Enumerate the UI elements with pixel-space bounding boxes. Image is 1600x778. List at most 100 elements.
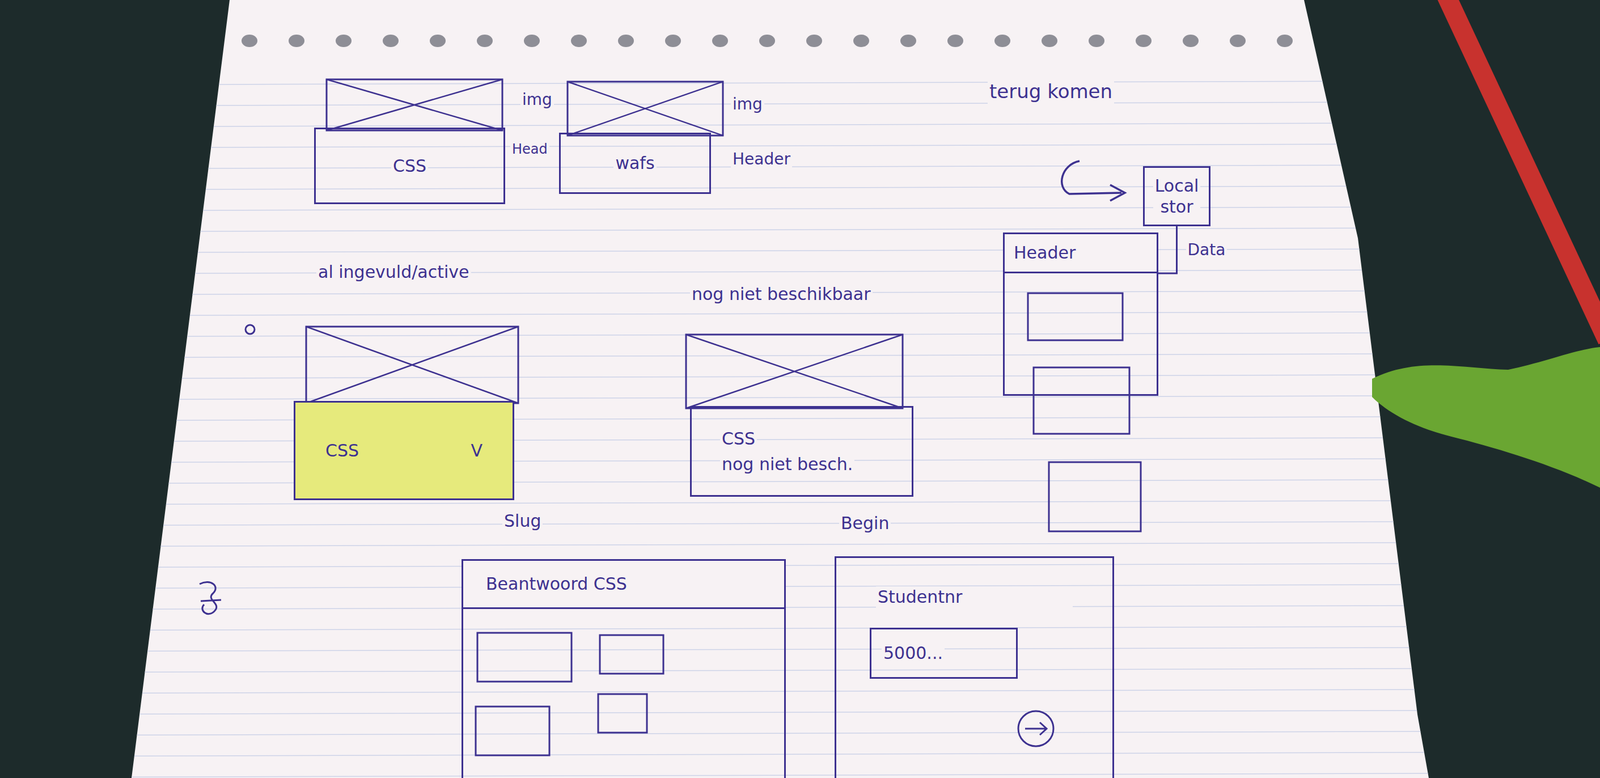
image-frame xyxy=(306,326,519,404)
ruled-line xyxy=(0,227,1600,232)
content-block xyxy=(475,706,550,756)
punch-hole xyxy=(1088,34,1105,48)
box-title: Header xyxy=(1004,234,1157,274)
image-frame xyxy=(326,79,503,131)
box-note: V xyxy=(468,439,485,462)
content-block xyxy=(599,635,664,674)
punch-hole xyxy=(429,34,446,48)
image-frame xyxy=(686,334,903,409)
content-block xyxy=(598,693,647,733)
ruled-line xyxy=(0,122,1600,128)
ruled-line xyxy=(0,248,1600,253)
punch-hole xyxy=(665,34,681,48)
punch-hole xyxy=(523,34,540,48)
data-connector xyxy=(1158,226,1178,274)
ruled-line xyxy=(0,416,1600,421)
return-arrow xyxy=(1061,161,1122,194)
disabled-card-box: CSS nog niet besch. xyxy=(690,405,914,497)
punch-hole xyxy=(759,34,776,48)
punch-hole xyxy=(900,34,917,48)
quiz-page-frame: Beantwoord CSS xyxy=(461,559,786,778)
box-note: nog niet besch. xyxy=(720,453,855,476)
box-title: Beantwoord CSS xyxy=(463,560,785,609)
content-block xyxy=(477,632,572,682)
punch-hole xyxy=(570,34,587,48)
input-field: 5000... xyxy=(869,627,1018,679)
note-label: Head xyxy=(510,140,550,158)
connector-label: Data xyxy=(1186,239,1228,260)
punch-hole xyxy=(853,34,870,48)
image-placeholder xyxy=(326,79,503,131)
punch-hole xyxy=(288,34,305,48)
ruled-line xyxy=(0,730,1600,736)
ruled-line xyxy=(0,437,1600,442)
ruled-line xyxy=(0,374,1600,379)
ruled-line xyxy=(0,688,1600,694)
image-cross xyxy=(326,79,503,131)
punch-hole xyxy=(1229,34,1246,48)
ruled-line xyxy=(0,206,1600,211)
red-pencil xyxy=(1442,0,1600,341)
submit-arrow xyxy=(1025,722,1047,735)
ruled-line xyxy=(0,164,1600,169)
punch-hole xyxy=(1041,34,1058,48)
punch-hole xyxy=(1182,34,1199,48)
ruled-line xyxy=(0,604,1600,610)
ruled-line xyxy=(0,772,1600,778)
ruled-line xyxy=(0,521,1600,526)
note-label: Slug xyxy=(502,510,543,532)
storage-box: Local stor xyxy=(1143,166,1211,227)
punch-hole xyxy=(241,34,258,48)
box-title: Local stor xyxy=(1153,175,1201,218)
ruled-line xyxy=(0,395,1600,400)
ruled-line xyxy=(0,479,1600,484)
ruled-line xyxy=(0,143,1600,148)
punch-hole xyxy=(618,34,634,48)
content-block xyxy=(1048,462,1141,532)
note-label: img xyxy=(730,94,765,114)
note-label: Header xyxy=(730,149,793,169)
page-frame: Header xyxy=(1002,232,1159,396)
image-placeholder xyxy=(686,334,903,409)
paper-sheet xyxy=(131,0,1429,778)
ruled-line xyxy=(0,542,1600,547)
submit-button xyxy=(1018,710,1054,747)
image-placeholder xyxy=(567,81,723,136)
punch-hole xyxy=(1135,34,1152,48)
card-title-box: wafs xyxy=(559,132,711,194)
ruled-line xyxy=(0,646,1600,652)
ruled-line xyxy=(0,583,1600,589)
ruled-line xyxy=(0,625,1600,631)
login-page-frame: Studentnr 5000... xyxy=(834,556,1115,778)
note-label: img xyxy=(520,89,554,110)
punch-hole xyxy=(476,34,493,48)
ruled-line xyxy=(0,185,1600,190)
ruled-line xyxy=(0,667,1600,673)
note-label: al ingevuld/active xyxy=(316,261,472,283)
ruled-line xyxy=(0,353,1600,358)
punch-hole xyxy=(382,34,399,48)
box-title: 5000... xyxy=(881,642,945,664)
ruled-line xyxy=(0,709,1600,715)
active-card-box: CSS V xyxy=(293,400,515,501)
ruled-line xyxy=(0,311,1600,316)
green-clip xyxy=(1372,346,1600,488)
punch-hole xyxy=(806,34,823,48)
ruled-line xyxy=(0,80,1600,86)
punch-hole xyxy=(994,34,1011,48)
box-title: CSS xyxy=(391,155,429,177)
box-title: wafs xyxy=(613,152,656,175)
note-label: Begin xyxy=(839,512,891,535)
box-title: CSS xyxy=(720,428,757,450)
punch-hole xyxy=(1276,34,1293,48)
note-label: terug komen xyxy=(987,79,1115,104)
ruled-line xyxy=(0,751,1600,757)
box-title: CSS xyxy=(323,439,361,462)
content-block xyxy=(1027,293,1123,341)
box-title: Studentnr xyxy=(875,586,1073,608)
margin-doodle xyxy=(199,582,222,615)
margin-dot xyxy=(245,324,255,334)
punch-hole xyxy=(712,34,728,48)
image-cross xyxy=(567,81,723,136)
content-block xyxy=(1033,367,1130,434)
